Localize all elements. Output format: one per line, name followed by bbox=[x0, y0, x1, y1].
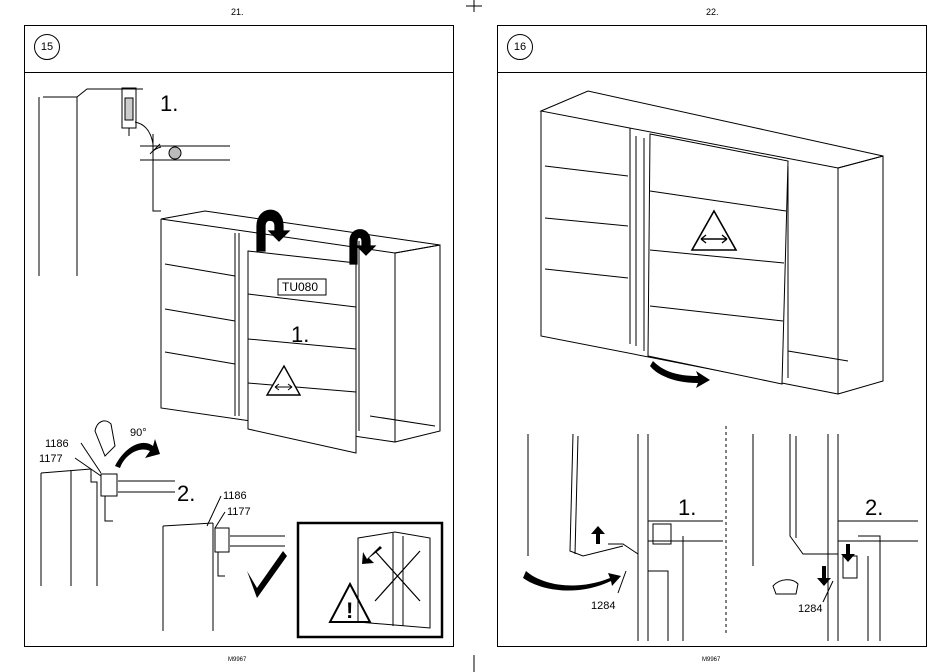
footer-code-right: M9967 bbox=[702, 657, 720, 663]
sub-step-1-label: 1. bbox=[678, 495, 696, 520]
part-label-1186: 1186 bbox=[45, 438, 69, 450]
up-arrow bbox=[591, 526, 605, 544]
warning-box: ! bbox=[298, 523, 442, 637]
angle-label: 90° bbox=[130, 427, 147, 439]
door-sub-step-label: 1. bbox=[291, 322, 309, 347]
rotate-arrow bbox=[523, 571, 621, 591]
part-label-1284: 1284 bbox=[591, 600, 615, 612]
step-panel-16: 16 bbox=[497, 25, 927, 647]
sub-step-2-label: 2. bbox=[865, 495, 883, 520]
part-label-1186-b: 1186 bbox=[223, 490, 247, 502]
sub-step-2-label: 2. bbox=[177, 481, 195, 506]
hand-icon bbox=[773, 580, 798, 594]
step-panel-15: 15 1. bbox=[24, 25, 454, 647]
check-icon bbox=[247, 551, 287, 598]
part-label-1177: 1177 bbox=[39, 453, 63, 465]
detail-2 bbox=[753, 434, 918, 641]
footer-code-left: M9967 bbox=[228, 657, 246, 663]
assembly-illustration-15: 1. TU080 1. bbox=[25, 26, 455, 648]
down-arrow-2 bbox=[817, 566, 831, 586]
detail-1 bbox=[528, 434, 723, 641]
part-label-1177-b: 1177 bbox=[227, 506, 251, 518]
assembly-illustration-16: 1. 1284 2. 1284 bbox=[498, 26, 928, 648]
fitted-detail bbox=[163, 496, 285, 631]
sliding-door bbox=[636, 134, 788, 384]
svg-text:!: ! bbox=[346, 598, 353, 623]
part-label-1284-b: 1284 bbox=[798, 603, 822, 615]
door-code: TU080 bbox=[282, 280, 318, 294]
hanger-detail bbox=[39, 88, 230, 276]
sub-step-1-label: 1. bbox=[160, 91, 178, 116]
rotate-arrow bbox=[115, 439, 160, 468]
